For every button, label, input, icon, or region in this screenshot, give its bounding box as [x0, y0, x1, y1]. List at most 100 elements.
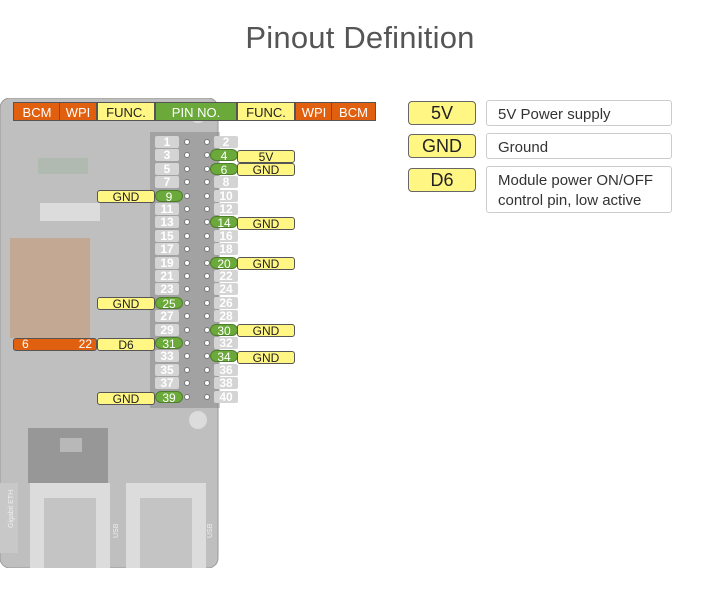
pin-dot-28	[204, 313, 210, 319]
header-pin-no: PIN NO.	[155, 102, 237, 121]
pin-dot-16	[204, 233, 210, 239]
pin31-wpi: 22	[78, 337, 92, 351]
pin-dot-9	[184, 193, 190, 199]
pin-8: 8	[214, 176, 238, 188]
pin-31: 31	[155, 337, 183, 350]
pin-dot-18	[204, 246, 210, 252]
pin-dot-10	[204, 193, 210, 199]
pin31-bcm: 6	[22, 337, 29, 351]
pin-dot-15	[184, 233, 190, 239]
header-func-right: FUNC.	[237, 102, 295, 121]
legend-desc-d6: Module power ON/OFF control pin, low act…	[486, 166, 672, 213]
eth-label: Gigabit ETH	[8, 490, 15, 528]
pin-dot-30	[204, 327, 210, 333]
header-func-left: FUNC.	[97, 102, 155, 121]
pin-dot-26	[204, 300, 210, 306]
pin-18: 18	[214, 243, 238, 255]
pin-dot-34	[204, 353, 210, 359]
pin-30: 30	[210, 324, 238, 337]
pin-dot-39	[184, 394, 190, 400]
pin-35: 35	[155, 364, 179, 376]
pin-32: 32	[214, 337, 238, 349]
pin-21: 21	[155, 270, 179, 282]
pin-11: 11	[155, 203, 179, 215]
pin4-func-label: 5V	[237, 150, 295, 163]
pin-25: 25	[155, 297, 183, 310]
header-wpi-right: WPI	[295, 102, 333, 121]
pin-13: 13	[155, 216, 179, 228]
pin-37: 37	[155, 377, 179, 389]
pin-dot-4	[204, 152, 210, 158]
pin-dot-32	[204, 340, 210, 346]
board-illustration: Gigabit ETH USB USB	[0, 98, 220, 568]
pin31-gpio-label: 6 22	[13, 338, 97, 351]
pin-dot-5	[184, 166, 190, 172]
pin9-func-label: GND	[97, 190, 155, 203]
header-bcm-left: BCM	[13, 102, 61, 121]
pin-14: 14	[210, 216, 238, 229]
pin-dot-33	[184, 353, 190, 359]
pin-3: 3	[155, 149, 179, 161]
pin-dot-29	[184, 327, 190, 333]
page-title: Pinout Definition	[245, 20, 475, 55]
pin-17: 17	[155, 243, 179, 255]
header-wpi-left: WPI	[59, 102, 97, 121]
pin-dot-11	[184, 206, 190, 212]
pin-dot-38	[204, 380, 210, 386]
pin-dot-37	[184, 380, 190, 386]
legend-desc-5v: 5V Power supply	[486, 100, 672, 126]
pin-dot-2	[204, 139, 210, 145]
usb-label-1: USB	[113, 523, 120, 538]
pin-dot-14	[204, 219, 210, 225]
pin34-func-label: GND	[237, 351, 295, 364]
pin-dot-17	[184, 246, 190, 252]
pin-34: 34	[210, 350, 238, 363]
pin-1: 1	[155, 136, 179, 148]
pin-dot-25	[184, 300, 190, 306]
pin-dot-1	[184, 139, 190, 145]
pin-dot-22	[204, 273, 210, 279]
pin-29: 29	[155, 324, 179, 336]
pin14-func-label: GND	[237, 217, 295, 230]
legend-desc-gnd: Ground	[486, 133, 672, 159]
pin31-func-label: D6	[97, 338, 155, 351]
pin39-func-label: GND	[97, 392, 155, 405]
pin-dot-21	[184, 273, 190, 279]
pin-24: 24	[214, 283, 238, 295]
pin-6: 6	[210, 163, 238, 176]
header-bcm-right: BCM	[331, 102, 376, 121]
pin-dot-31	[184, 340, 190, 346]
pin-5: 5	[155, 163, 179, 175]
pin-22: 22	[214, 270, 238, 282]
pin-10: 10	[214, 190, 238, 202]
pin-dot-6	[204, 166, 210, 172]
pin30-func-label: GND	[237, 324, 295, 337]
legend-desc-d6-line1: Module power ON/OFF	[498, 172, 654, 189]
pin-dot-23	[184, 286, 190, 292]
pin-dot-27	[184, 313, 190, 319]
pin-dot-24	[204, 286, 210, 292]
pin-27: 27	[155, 310, 179, 322]
pin-19: 19	[155, 257, 179, 269]
pin-dot-19	[184, 260, 190, 266]
pin-4: 4	[210, 149, 238, 162]
pin-36: 36	[214, 364, 238, 376]
pin25-func-label: GND	[97, 297, 155, 310]
pin-7: 7	[155, 176, 179, 188]
legend-key-gnd: GND	[408, 134, 476, 158]
pin-dot-3	[184, 152, 190, 158]
pin-dot-13	[184, 219, 190, 225]
pin-dot-7	[184, 179, 190, 185]
pin6-func-label: GND	[237, 163, 295, 176]
pin-20: 20	[210, 257, 238, 270]
pin-16: 16	[214, 230, 238, 242]
pin-12: 12	[214, 203, 238, 215]
legend-key-5v: 5V	[408, 101, 476, 125]
pin-39: 39	[155, 391, 183, 404]
pin-26: 26	[214, 297, 238, 309]
legend-desc-d6-line2: control pin, low active	[498, 192, 642, 209]
pin-dot-8	[204, 179, 210, 185]
pin-2: 2	[214, 136, 238, 148]
pin-28: 28	[214, 310, 238, 322]
pin-38: 38	[214, 377, 238, 389]
